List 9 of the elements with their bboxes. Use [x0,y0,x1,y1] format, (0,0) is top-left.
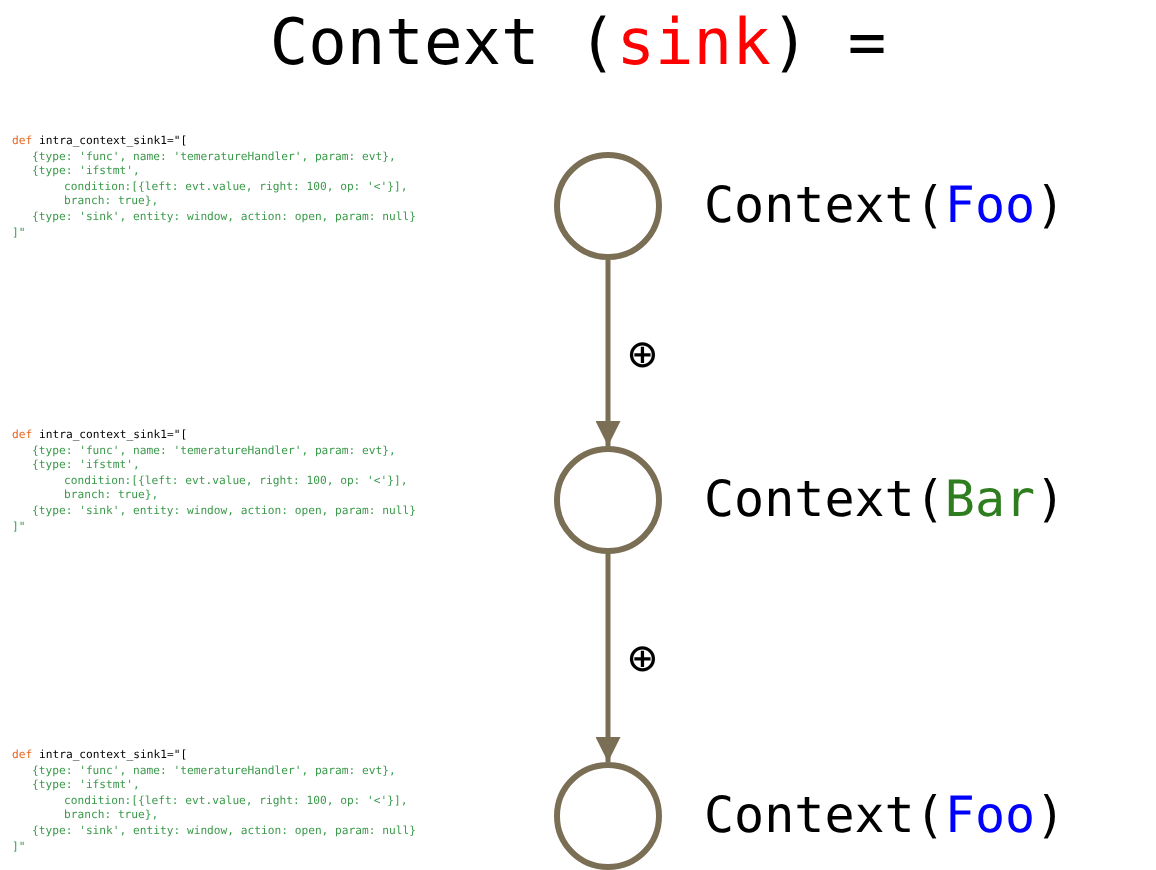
circle-node [554,152,662,260]
node-caption: Context(Foo) [704,786,1066,846]
circle-node [554,446,662,554]
arrow [595,260,621,446]
arrow [595,554,621,762]
node-caption: Context(Foo) [704,176,1066,236]
circle-node [554,762,662,870]
node-caption: Context(Bar) [704,470,1066,530]
title: Context (sink) = [269,2,887,84]
